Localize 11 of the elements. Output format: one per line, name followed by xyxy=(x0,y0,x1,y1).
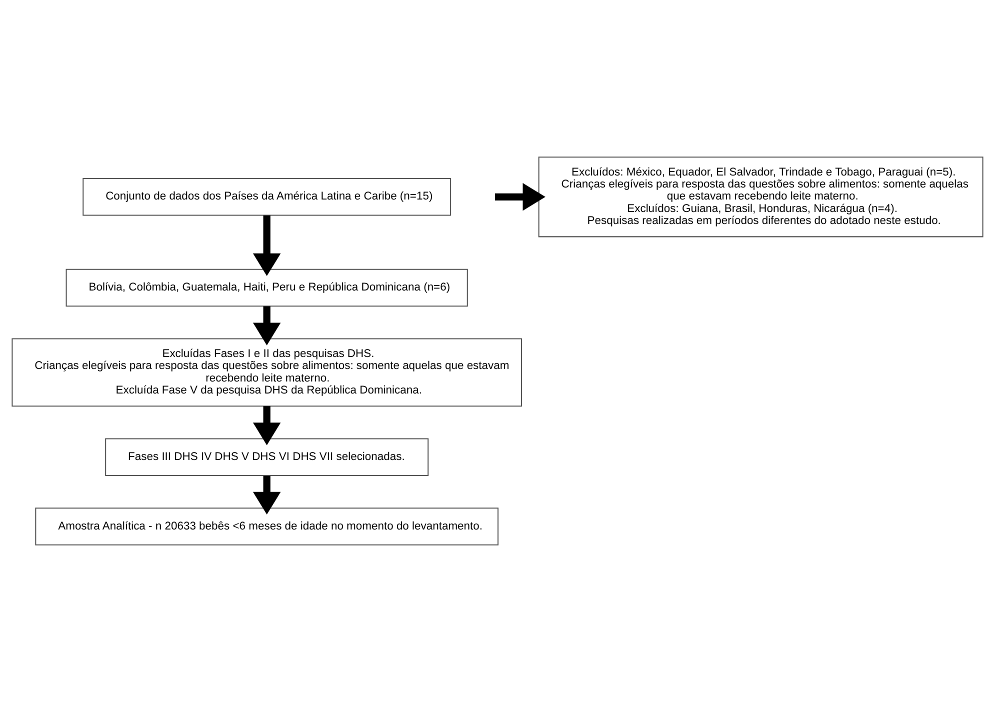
arrow xyxy=(494,183,546,211)
arrow xyxy=(252,476,281,515)
arrow xyxy=(252,306,281,346)
node-box: Conjunto de dados dos Países da América Latina e Caribe (n=15) xyxy=(82,178,452,216)
node-box: Fases III DHS IV DHS V DHS VI DHS VII selecionadas. xyxy=(105,438,429,476)
node-box: Excluídos: México, Equador, El Salvador, Trindade e Tobago, Paraguai (n=5). Crianças elegíveis para resposta das questões sobre alimentos: somente aquelas que estavam recebendo leite materno. Excluídos: Guiana, Brasil, Honduras, Nicarágua (n=4). Pesquisas realizadas em períodos diferentes do adotado neste estudo. xyxy=(538,156,984,238)
node-box: Bolívia, Colômbia, Guatemala, Haiti, Peru e República Dominicana (n=6) xyxy=(66,268,468,307)
arrow xyxy=(252,406,281,446)
node-box: Amostra Analítica - n 20633 bebês <6 meses de idade no momento do levantamento. xyxy=(35,508,499,546)
node-box: Excluídas Fases I e II das pesquisas DHS. Crianças elegíveis para resposta das questões sobre alimentos: somente aquelas que estavam recebendo leite materno. Excluída Fase V da pesquisa DHS da República Dominicana. xyxy=(12,338,522,407)
arrow xyxy=(252,215,281,276)
